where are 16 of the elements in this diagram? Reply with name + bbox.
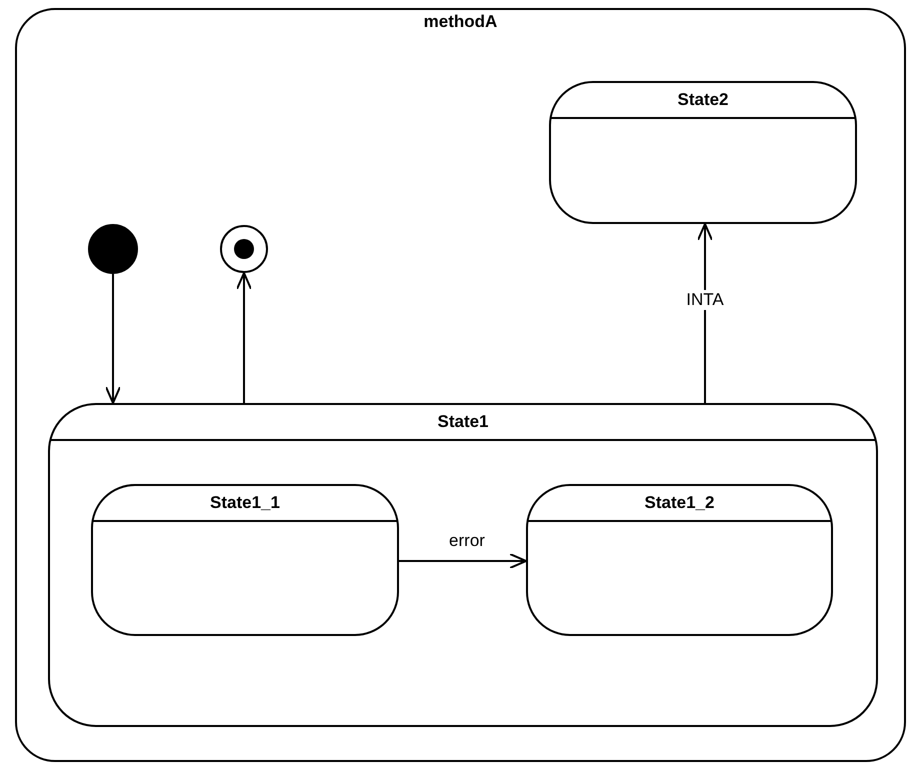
transition-arrow: [697, 223, 713, 403]
transition-arrow: [236, 272, 252, 403]
state-name: State1: [437, 412, 489, 432]
state-box: [526, 484, 833, 636]
state-box: [15, 8, 906, 762]
initial-state-dot: [88, 224, 138, 274]
state-name: State1_2: [644, 493, 714, 513]
state-box: [549, 81, 857, 224]
state-box: [91, 484, 399, 636]
transition-arrow: [105, 274, 121, 404]
state-name: State2: [677, 90, 729, 110]
state-name: methodA: [424, 12, 498, 32]
state-box: [48, 403, 878, 727]
transition-arrow: [399, 553, 527, 569]
final-state-symbol: [220, 225, 268, 273]
state-name: State1_1: [210, 493, 280, 513]
